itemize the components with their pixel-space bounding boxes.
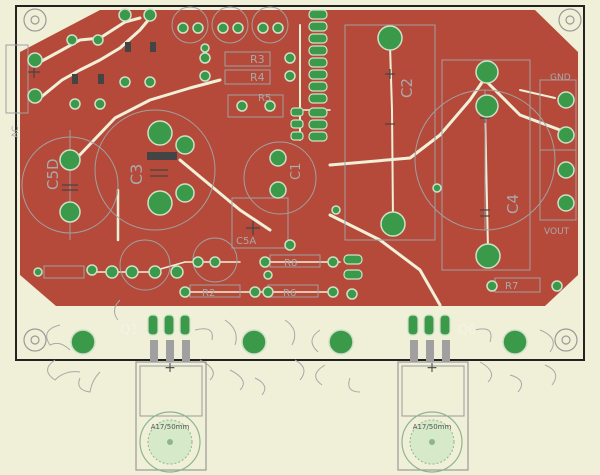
component-labels: C5D C2 C4 C1 C5A C3 Q1 Q6 R2 R3 R4 R5 R6… (11, 53, 571, 338)
label-gnd: GND (550, 73, 571, 83)
svg-text:+: + (426, 360, 438, 376)
label-c2: C2 (398, 78, 416, 98)
label-q6: Q6 (458, 323, 477, 338)
label-r3: R3 (250, 53, 265, 66)
svg-text:+: + (164, 360, 176, 376)
label-c5d: C5D (44, 158, 62, 190)
label-r4: R4 (250, 71, 265, 84)
label-r2: R2 (202, 288, 215, 299)
label-ac: AC (11, 126, 21, 138)
transistor-legs (150, 340, 450, 362)
pads (27, 8, 575, 355)
label-r7: R7 (505, 281, 518, 292)
heatsink-left: + A17/50mm (135, 360, 207, 473)
board-outline (15, 5, 585, 361)
heatsink-fins-left (46, 299, 305, 396)
heatsink-right: + A17/50mm (397, 360, 469, 473)
label-c1: C1 (289, 163, 304, 180)
heatsink-left-label: A17/50mm (151, 423, 190, 431)
label-vout: VOUT (544, 227, 570, 237)
mounting-holes (23, 8, 582, 352)
label-c3: C3 (127, 164, 146, 185)
heatsink-fins-right (311, 328, 557, 393)
label-r5: R5 (258, 93, 271, 104)
label-q1: Q1 (120, 323, 139, 338)
label-r6: R6 (283, 288, 296, 299)
component-bodies (72, 42, 177, 160)
label-r8: R8 (284, 258, 297, 269)
label-c5a: C5A (236, 236, 256, 247)
copper-pour (20, 10, 578, 306)
label-c4: C4 (504, 194, 522, 214)
smd-pads (147, 9, 451, 336)
heatsink-right-label: A17/50mm (413, 423, 452, 431)
